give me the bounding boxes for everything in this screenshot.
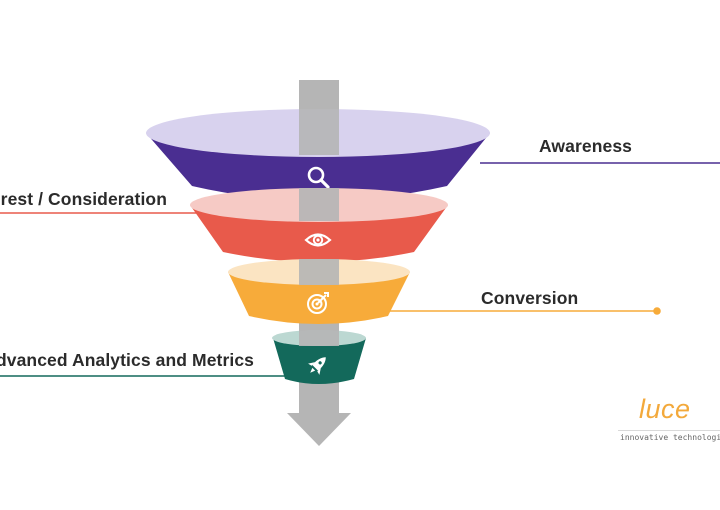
funnel-stage-advocacy	[272, 330, 366, 384]
arrow-shaft-overlay	[299, 330, 339, 346]
funnel-stage-awareness	[146, 109, 490, 201]
target-icon	[307, 292, 329, 314]
rocket-icon	[308, 357, 326, 375]
funnel-stage-conversion	[228, 259, 410, 324]
stage-conversion-body	[228, 272, 410, 324]
stage-label-advocacy: Advanced Analytics and Metrics	[0, 350, 254, 370]
funnel-stage-interest	[190, 188, 448, 262]
connector-conversion-dot	[653, 307, 661, 315]
arrow-head	[287, 413, 351, 446]
logo-wordmark: luce	[639, 394, 691, 424]
arrow-shaft-overlay	[299, 109, 339, 155]
logo-tagline: innovative technologies	[620, 433, 720, 442]
logo-divider	[618, 430, 720, 431]
stage-label-conversion: Conversion	[481, 288, 579, 308]
connector-lines	[0, 162, 720, 377]
eye-icon	[304, 233, 332, 247]
stage-label-interest: Interest / Consideration	[0, 189, 167, 209]
stage-label-awareness: Awareness	[539, 136, 632, 156]
arrow-shaft-overlay	[299, 259, 339, 285]
arrow-shaft-overlay	[299, 188, 339, 221]
company-logo: luce innovative technologies	[618, 394, 720, 450]
search-icon	[307, 166, 330, 189]
